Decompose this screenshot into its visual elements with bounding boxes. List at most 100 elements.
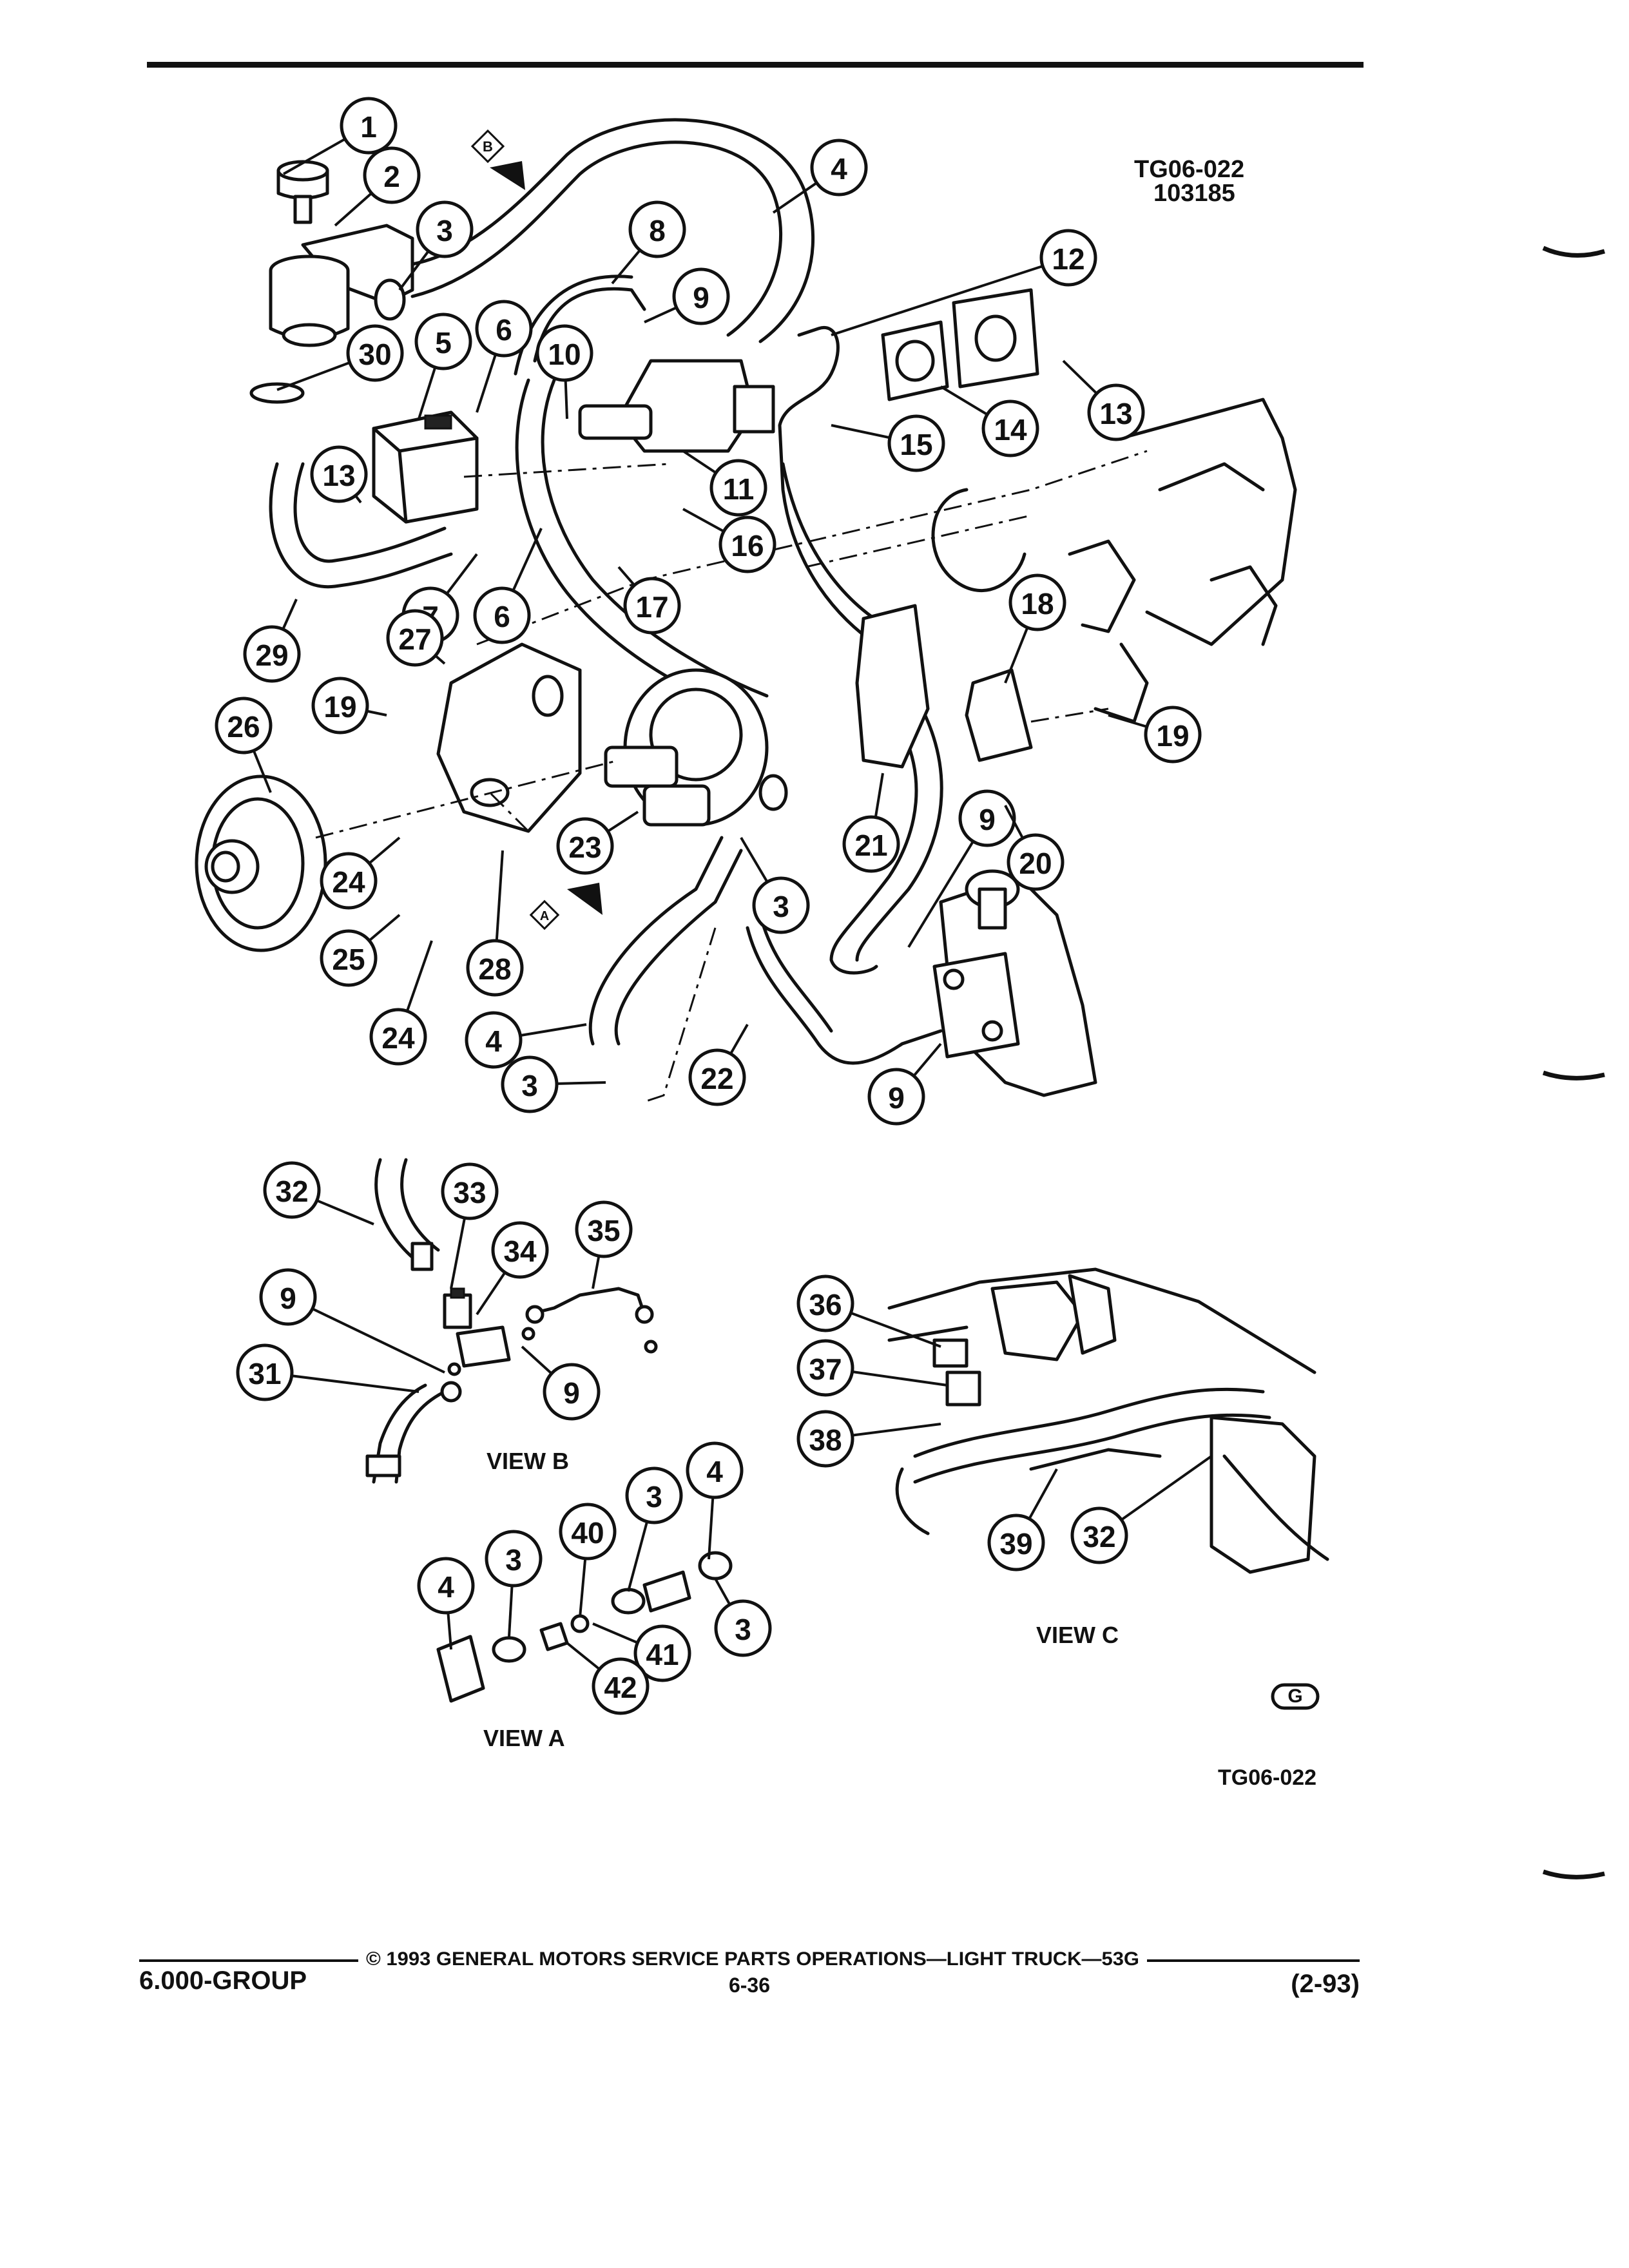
callout-3: 3 (398, 200, 474, 291)
callout-11: 11 (682, 450, 767, 517)
view-a-group: VIEW A (436, 1551, 733, 1751)
callout-32: 32 (1070, 1455, 1213, 1564)
callout-circle (714, 1599, 772, 1657)
callout-number: 3 (505, 1543, 522, 1577)
callout-number: 18 (1021, 587, 1054, 620)
callout-number: 38 (809, 1423, 842, 1457)
callout-circle (543, 1363, 601, 1421)
callout-number: 8 (649, 214, 666, 247)
mounting-plate-part (436, 642, 582, 833)
callout-number: 4 (706, 1455, 723, 1488)
footer-rule-left (139, 1959, 358, 1962)
clamp-part (374, 278, 406, 321)
callout-23: 23 (556, 811, 639, 875)
callout-22: 22 (688, 1024, 749, 1106)
callout-circle (592, 1657, 650, 1715)
callout-number: 5 (435, 326, 452, 360)
callout-circle (623, 577, 681, 635)
callout-number: 32 (275, 1175, 308, 1208)
engine-block-part (931, 398, 1297, 724)
gm-logo: G (1271, 1683, 1320, 1710)
callout-15: 15 (831, 414, 945, 472)
callout-number: 22 (700, 1062, 733, 1095)
callout-circle (475, 300, 533, 358)
callout-9: 9 (521, 1345, 601, 1421)
callout-42: 42 (566, 1642, 650, 1715)
callout-circle (535, 324, 593, 382)
callout-4: 4 (686, 1441, 744, 1560)
callout-number: 9 (280, 1282, 296, 1315)
callout-6: 6 (475, 300, 533, 413)
callout-circle (796, 1274, 854, 1332)
footer-rule-right (1147, 1959, 1360, 1962)
callout-circle (369, 1008, 427, 1066)
callout-number: 10 (548, 338, 581, 371)
callout-number: 29 (255, 639, 288, 672)
callout-8: 8 (611, 200, 686, 285)
callout-number: 42 (604, 1671, 637, 1704)
valve-body-part (372, 410, 479, 524)
callout-17: 17 (617, 566, 681, 635)
callout-35: 35 (575, 1200, 633, 1289)
callout-circle (1087, 383, 1145, 441)
callout-circle (1008, 573, 1066, 631)
view-b-group: VIEW B (365, 1158, 658, 1484)
callout-number: 28 (478, 952, 511, 986)
power-steering-pump-part (604, 668, 788, 827)
callout-number: 4 (485, 1024, 502, 1058)
callout-6: 6 (473, 528, 543, 644)
callout-number: 23 (568, 831, 601, 864)
callout-number: 39 (999, 1527, 1032, 1561)
callout-19: 19 (1108, 706, 1202, 764)
callout-number: 27 (398, 622, 431, 656)
callout-12: 12 (831, 229, 1097, 336)
callout-number: 40 (571, 1516, 604, 1550)
callout-19: 19 (311, 677, 387, 735)
svg-text:B: B (483, 139, 493, 155)
pulley-part (195, 774, 327, 952)
callout-circle (441, 1162, 499, 1220)
feed-hose-part (778, 325, 878, 646)
callout-number: 37 (809, 1352, 842, 1386)
callout-25: 25 (320, 914, 401, 987)
callout-2: 2 (334, 146, 421, 227)
callout-leader (287, 1296, 445, 1374)
callout-4: 4 (772, 139, 868, 214)
lower-hose-part (269, 462, 453, 589)
callout-38: 38 (796, 1410, 941, 1468)
callout-circle (887, 414, 945, 472)
view-a-label: VIEW A (483, 1725, 565, 1751)
footer-group: 6.000-GROUP (139, 1966, 307, 1995)
callout-number: 21 (854, 829, 887, 862)
bracket-part (965, 668, 1033, 762)
footer-copyright: © 1993 GENERAL MOTORS SERVICE PARTS OPER… (366, 1948, 1139, 1970)
steering-gear-part (932, 869, 1097, 1097)
callout-number: 9 (563, 1376, 580, 1410)
callout-number: 11 (723, 472, 755, 506)
callout-circle (796, 1410, 854, 1468)
callout-40: 40 (559, 1503, 617, 1618)
callout-circle (796, 1339, 854, 1397)
callout-3: 3 (714, 1578, 772, 1657)
callout-number: 32 (1083, 1520, 1115, 1553)
view-c-group: VIEW C (887, 1267, 1329, 1648)
callout-number: 24 (381, 1021, 415, 1055)
callout-circle (1039, 229, 1097, 287)
callout-circle (465, 1011, 523, 1069)
main-assembly: B A (195, 118, 1297, 1103)
figure-code-top: TG06-022 (1134, 156, 1244, 183)
callout-circle (466, 939, 524, 997)
callout-5: 5 (414, 312, 472, 419)
callout-3: 3 (625, 1466, 683, 1592)
callout-number: 9 (888, 1081, 905, 1115)
callout-41: 41 (592, 1622, 691, 1682)
callout-circle (842, 815, 900, 873)
callout-circle (556, 817, 614, 875)
callout-circle (625, 1466, 683, 1524)
callout-number: 4 (831, 152, 847, 186)
callout-number: 2 (383, 160, 400, 193)
callout-circle (320, 929, 378, 987)
callout-3: 3 (740, 836, 810, 934)
callout-circle (346, 324, 404, 382)
callout-26: 26 (215, 697, 273, 793)
